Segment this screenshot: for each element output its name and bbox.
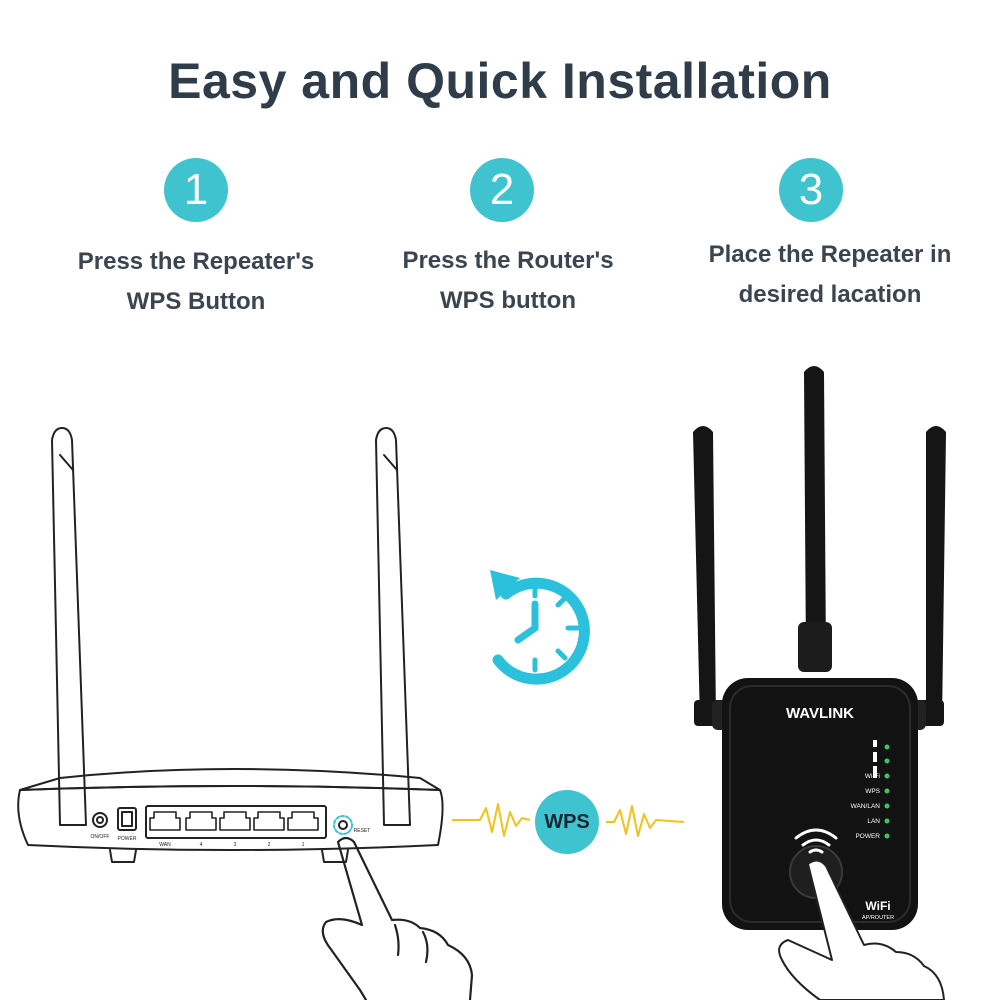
step-2-number: 2 xyxy=(470,158,534,222)
step-3-text: Place the Repeater in desired lacation xyxy=(670,235,990,315)
router-label-port2: 2 xyxy=(268,842,271,848)
router-onoff-switch xyxy=(92,812,108,828)
repeater-hand xyxy=(778,859,945,1000)
step-2-line-2: WPS button xyxy=(440,287,576,314)
signal-bars-icon xyxy=(873,740,877,778)
router-label-port4: 4 xyxy=(200,842,203,848)
router-wps-button xyxy=(333,815,353,835)
signal-wave-right xyxy=(606,805,685,837)
step-3-number: 3 xyxy=(779,158,843,222)
router-antenna-right xyxy=(375,427,411,826)
wifi-logo: WiFi xyxy=(865,899,890,913)
router-label-wan: WAN xyxy=(159,842,171,848)
repeater-mode: AP/ROUTER xyxy=(862,915,894,921)
repeater-brand: WAVLINK xyxy=(786,705,854,722)
router-label-power: POWER xyxy=(118,836,137,842)
router-antenna-left xyxy=(51,427,87,826)
led-label-power: POWER xyxy=(855,833,880,840)
led-label-wanlan: WAN/LAN xyxy=(851,803,881,810)
step-1-line-1: Press the Repeater's xyxy=(77,248,315,275)
repeater-leds xyxy=(884,744,890,839)
router-power-socket xyxy=(117,807,137,831)
wps-badge: WPS xyxy=(535,790,599,854)
router-port-block xyxy=(145,805,327,839)
timer-icon xyxy=(490,570,590,685)
signal-wave-left xyxy=(452,803,531,837)
led-label-wifi: Wi-Fi xyxy=(865,773,880,780)
router-hand xyxy=(321,836,474,1000)
router-label-port3: 3 xyxy=(234,842,237,848)
step-1-number: 1 xyxy=(164,158,228,222)
repeater-antenna-right xyxy=(926,426,946,722)
page-title: Easy and Quick Installation xyxy=(168,53,832,109)
router-label-onoff: ON/OFF xyxy=(91,834,110,840)
led-label-wps: WPS xyxy=(865,788,880,795)
step-2-text: Press the Router's WPS button xyxy=(348,241,668,321)
repeater-body xyxy=(722,678,918,930)
router-body xyxy=(17,785,444,851)
router-label-reset: RESET xyxy=(354,828,371,834)
router-ports xyxy=(149,811,319,831)
repeater-antenna-center xyxy=(804,366,826,660)
repeater-device xyxy=(693,366,946,1000)
step-2-line-1: Press the Router's xyxy=(402,247,614,274)
router-label-port1: 1 xyxy=(302,842,305,848)
repeater-antenna-left xyxy=(693,426,716,722)
wifi-icon xyxy=(794,828,838,854)
step-3-line-1: Place the Repeater in xyxy=(708,241,952,268)
step-1-line-2: WPS Button xyxy=(126,288,266,315)
step-3-line-2: desired lacation xyxy=(738,281,922,308)
led-label-lan: LAN xyxy=(867,818,880,825)
step-1-text: Press the Repeater's WPS Button xyxy=(36,242,356,322)
router-drawing xyxy=(17,427,474,1000)
